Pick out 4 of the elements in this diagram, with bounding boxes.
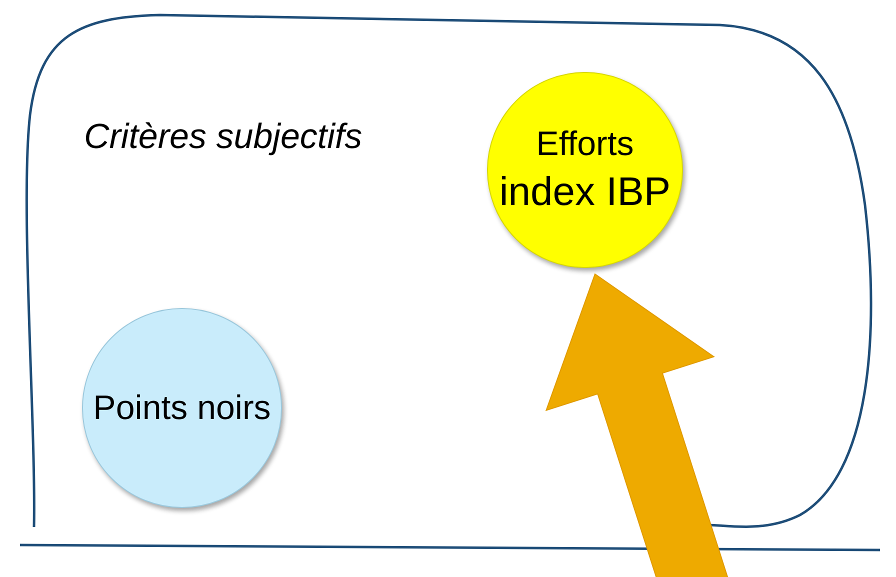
circle-label: Points noirs: [93, 388, 271, 429]
circle-label: index IBP: [499, 169, 671, 216]
circle-label: Efforts: [536, 124, 634, 165]
region-title: Critères subjectifs: [84, 117, 362, 157]
